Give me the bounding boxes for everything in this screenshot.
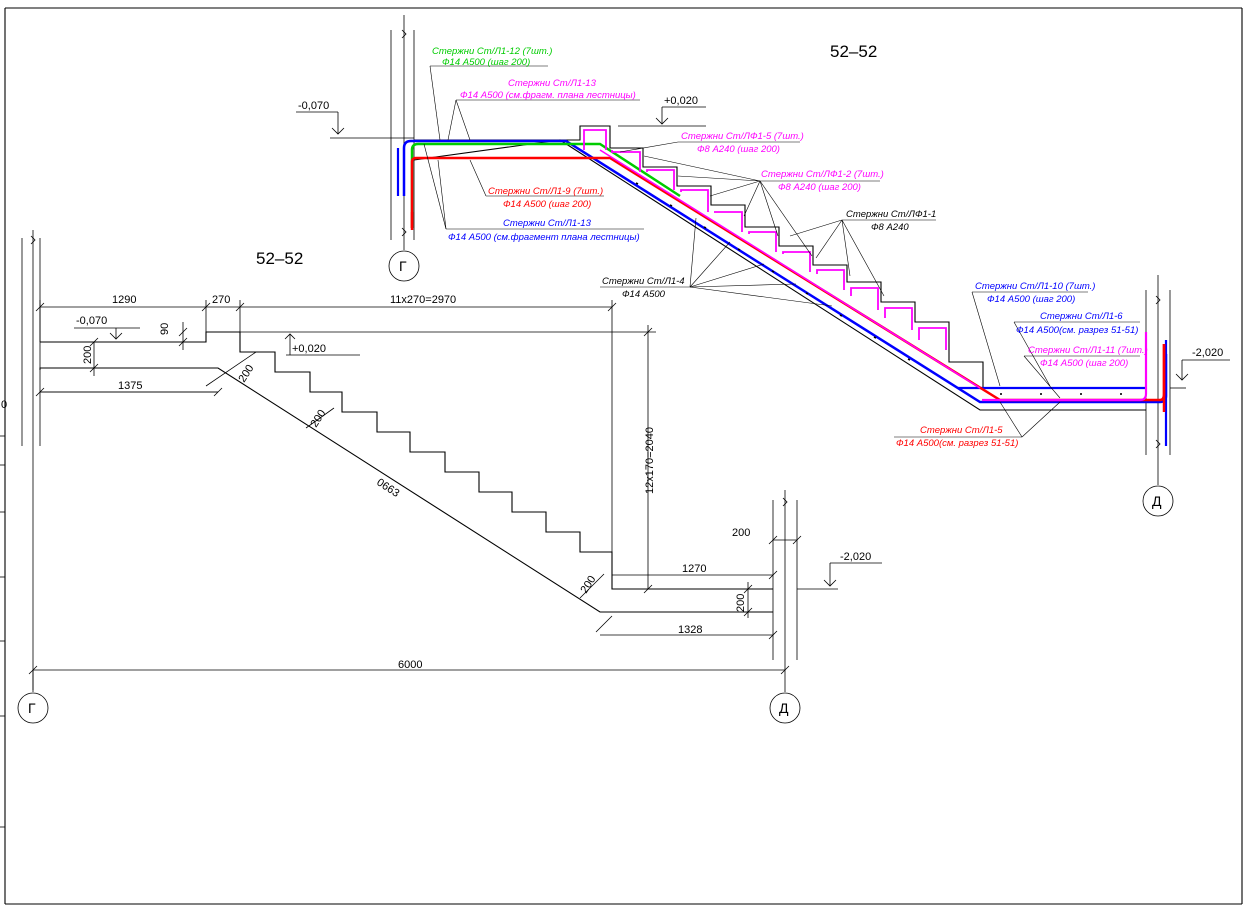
label-l1-11-line1: Стержни Ст/Л1-11 (7шт.) — [1028, 345, 1148, 356]
label-l1-13b-line1: Стержни Ст/Л1-13 — [503, 218, 592, 229]
right-stair-bottom-outline — [413, 139, 1146, 411]
dim-1270: 1270 — [682, 563, 706, 575]
label-l1-4-line1: Стержни Ст/Л1-4 — [602, 276, 685, 287]
label-f1-2-line1: Стержни Ст/ЛФ1-2 (7шт.) — [761, 169, 884, 180]
right-level-mark-m070 — [296, 111, 414, 139]
label-l1-5-line2: Ф14 А500(см. разрез 51-51) — [896, 438, 1018, 449]
dim-6000: 6000 — [398, 659, 422, 671]
rebar-magenta-slab — [599, 149, 981, 389]
stair-bottom-outline — [39, 367, 773, 613]
label-l1-12-line2: Ф14 А500 (шаг 200) — [442, 57, 530, 68]
edge-fragment-text: 0 — [1, 399, 7, 411]
label-l1-6-line1: Стержни Ст/Л1-6 — [1040, 311, 1123, 322]
dim-0663: 0663 — [374, 476, 401, 499]
dim-1290: 1290 — [112, 294, 136, 306]
label-l1-13a-line1: Стержни Ст/Л1-13 — [508, 78, 597, 89]
label-l1-5-line1: Стержни Ст/Л1-5 — [920, 425, 1003, 436]
label-f1-2-line2: Ф8 А240 (шаг 200) — [778, 182, 861, 193]
label-l1-11-line2: Ф14 А500 (шаг 200) — [1040, 358, 1128, 369]
left-section: 52–52 — [17, 230, 882, 724]
dim-1328: 1328 — [678, 624, 702, 636]
right-level-mark-m2020 — [1170, 359, 1230, 389]
dim-200-bottom-landing: 200 — [735, 594, 747, 612]
dim-90: 90 — [159, 323, 171, 335]
dim-200-landing: 200 — [82, 346, 94, 364]
left-axis-bubble-d: Д — [769, 692, 801, 724]
left-axis-label-g: Г — [28, 700, 36, 716]
sheet-frame: 0 — [0, 7, 1243, 905]
right-section-title: 52–52 — [830, 42, 877, 61]
dim-2040: 12х170=2040 — [644, 427, 656, 494]
rebar-bar-dots — [635, 182, 1122, 395]
right-level-m070: -0,070 — [298, 100, 329, 112]
left-section-title: 52–52 — [256, 249, 303, 268]
right-section: 52–52 Г Д — [296, 15, 1230, 517]
dim-200-slab-mid: 200 — [308, 408, 328, 430]
label-l1-13b-line2: Ф14 А500 (см.фрагмент плана лестницы) — [448, 232, 640, 243]
rebar-green — [410, 142, 681, 228]
right-axis-label-g: Г — [399, 258, 407, 274]
rebar-magenta-stirrups — [583, 129, 947, 350]
stair-top-outline — [40, 331, 773, 590]
left-level-mark-m070 — [74, 327, 140, 340]
level-m2020-left: -2,020 — [840, 551, 871, 563]
dim-270: 270 — [212, 294, 230, 306]
left-level-mark-p020 — [284, 333, 360, 356]
label-l1-9-line2: Ф14 А500 (шаг 200) — [503, 199, 591, 210]
level-m070: -0,070 — [76, 315, 107, 327]
dim-200-slab-bottom: 200 — [578, 574, 598, 596]
right-stair-top-outline — [414, 125, 1146, 389]
label-l1-4-line2: Ф14 А500 — [622, 289, 666, 300]
level-p020: +0,020 — [292, 343, 326, 355]
right-axis-d-wall: Д — [1142, 275, 1174, 517]
left-level-mark-m2020 — [797, 562, 882, 590]
rebar-lines — [396, 129, 1168, 446]
label-l1-9-line1: Стержни Ст/Л1-9 (7шт.) — [488, 186, 603, 197]
label-l1-13a-line2: Ф14 А500 (см.фрагм. плана лестницы) — [460, 90, 636, 101]
left-axis-d-wall — [772, 490, 798, 692]
right-level-p020: +0,020 — [664, 95, 698, 107]
label-f1-5-line2: Ф8 А240 (шаг 200) — [697, 144, 780, 155]
label-f1-1-line1: Стержни Ст/ЛФ1-1 — [846, 209, 936, 220]
left-axis-label-d: Д — [779, 700, 789, 716]
dim-2970: 11х270=2970 — [390, 294, 456, 306]
dim-1375: 1375 — [118, 380, 142, 392]
label-l1-12-line1: Стержни Ст/Л1-12 (7шт.) — [432, 46, 552, 57]
right-level-mark-p020 — [618, 106, 706, 127]
left-axis-g-wall — [21, 230, 41, 690]
right-axis-label-d: Д — [1152, 493, 1162, 509]
right-level-m2020: -2,020 — [1192, 347, 1223, 359]
label-l1-6-line2: Ф14 А500(см. разрез 51-51) — [1016, 325, 1138, 336]
label-l1-10-line2: Ф14 А500 (шаг 200) — [987, 294, 1075, 305]
label-f1-1-line2: Ф8 А240 — [871, 222, 909, 233]
left-axis-bubble-g: Г — [17, 670, 49, 724]
leader-lines — [423, 65, 1140, 438]
label-f1-5-line1: Стержни Ст/ЛФ1-5 (7шт.) — [681, 131, 804, 142]
left-dimension-lines — [28, 300, 802, 675]
dim-200-wall: 200 — [732, 527, 750, 539]
right-axis-g-wall: Г — [388, 15, 420, 282]
rebar-magenta-landing — [982, 332, 1148, 402]
label-l1-10-line1: Стержни Ст/Л1-10 (7шт.) — [975, 281, 1095, 292]
